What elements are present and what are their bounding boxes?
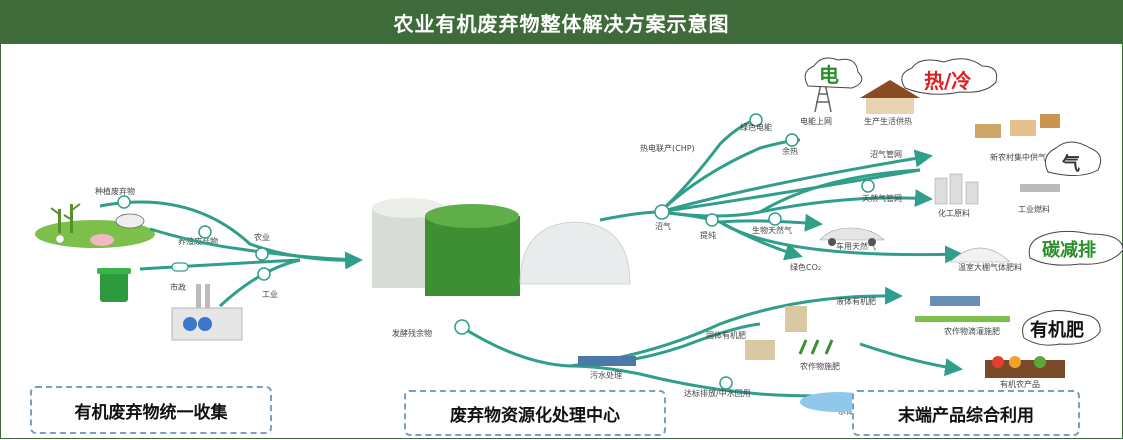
cloud-gas: 气: [1044, 141, 1102, 176]
label-organic-products: 有机农产品: [1000, 379, 1040, 389]
farm-scene: [35, 203, 155, 248]
label-discharge: 达标排放/中水回用: [684, 388, 751, 398]
label-chemical: 化工原料: [938, 208, 970, 218]
svg-text:热/冷: 热/冷: [924, 69, 971, 93]
label-chp: 热电联产(CHP): [640, 143, 695, 153]
label-liquid-fertilizer: 液体有机肥: [836, 296, 876, 306]
label-drip: 农作物滴灌施肥: [944, 326, 1000, 336]
label-industry: 工业: [262, 289, 278, 299]
label-planting: 种植废弃物: [95, 186, 135, 196]
svg-text:碳减排: 碳减排: [1042, 239, 1096, 261]
source-flows: [99, 200, 363, 308]
label-green-co2: 绿色CO₂: [790, 262, 821, 272]
label-crop-fert: 农作物施肥: [800, 361, 840, 371]
label-bio-ng: 生物天然气: [752, 225, 792, 235]
village-icon: [975, 114, 1060, 138]
label-solid-fertilizer: 固体有机肥: [706, 330, 746, 340]
cloud-fertilizer: 有机肥: [1022, 310, 1101, 346]
collection-box: 有机废弃物统一收集: [30, 386, 272, 434]
label-ng-network: 天然气管网: [862, 193, 902, 203]
label-industrial-fuel: 工业燃料: [1018, 204, 1050, 214]
greenhouse-icon: [949, 247, 1011, 263]
title-bar: 农业有机废弃物整体解决方案示意图: [0, 0, 1123, 44]
svg-text:有机肥: 有机肥: [1030, 319, 1084, 341]
label-purify: 提纯: [700, 230, 716, 240]
label-green-power: 绿色电能: [740, 122, 772, 132]
processing-center-box: 废弃物资源化处理中心: [404, 390, 666, 436]
chemical-plant-icon: [934, 173, 979, 205]
digester-tanks: [372, 198, 631, 296]
output-node-icons: [454, 113, 875, 390]
cloud-heat-cold: 热/冷: [901, 58, 998, 95]
svg-text:电: 电: [819, 63, 839, 87]
label-biogas-network: 沼气管网: [870, 149, 902, 159]
flow-diagram: 种植废弃物 养殖废弃物 农业 市政 工业 热电联产(CHP) 沼气 提纯 发酵残…: [35, 57, 1123, 416]
label-municipal: 市政: [170, 282, 186, 292]
cloud-electricity: 电: [804, 57, 863, 89]
label-vehicle-ng: 车用天然气: [836, 241, 876, 251]
label-village: 新农村集中供气: [990, 152, 1046, 162]
drip-irrigation-icon: [915, 296, 1010, 322]
fertilizer-bags-icon: [745, 306, 834, 360]
label-residue: 发酵残余物: [392, 328, 432, 338]
label-heating: 生产生活供热: [864, 116, 912, 126]
factory-icon: [171, 284, 243, 341]
page-title: 农业有机废弃物整体解决方案示意图: [393, 11, 730, 36]
label-grid: 电能上网: [800, 116, 832, 126]
svg-text:气: 气: [1061, 153, 1080, 175]
label-wastewater: 污水处理: [590, 370, 622, 380]
produce-icon: [985, 356, 1065, 378]
label-waste-heat: 余热: [782, 146, 798, 156]
wastewater-plant-icon: [578, 356, 636, 366]
house-icon: [860, 80, 920, 114]
industrial-pipe-icon: [1020, 184, 1060, 192]
trash-bin-icon: [97, 268, 131, 302]
utilization-box: 末端产品综合利用: [852, 390, 1080, 436]
label-greenhouse: 温室大棚气体肥料: [958, 262, 1022, 272]
label-biogas: 沼气: [655, 221, 671, 231]
flow-node-icons: [117, 195, 271, 281]
car-icon: [819, 227, 885, 246]
label-agriculture: 农业: [254, 232, 270, 242]
cloud-carbon: 碳减排: [1028, 230, 1123, 266]
